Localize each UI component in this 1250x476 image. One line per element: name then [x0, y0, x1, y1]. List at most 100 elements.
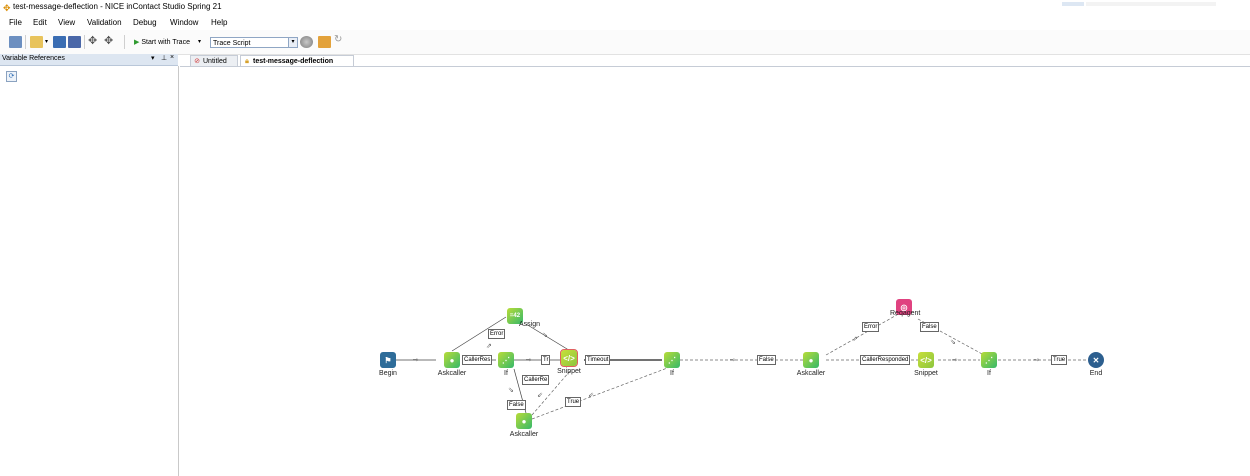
if-caption: If [670, 370, 674, 377]
menu-validation[interactable]: Validation [87, 18, 122, 27]
close-icon[interactable]: × [170, 54, 175, 61]
window-control-area [1062, 2, 1084, 6]
align-icon[interactable]: ✥ [104, 35, 114, 47]
chevron-down-icon[interactable]: ▾ [288, 38, 297, 47]
assign-caption: Assign [519, 321, 541, 328]
trace-select[interactable]: Trace Script ▾ [210, 37, 298, 48]
menu-bar: File Edit View Validation Debug Window H… [0, 14, 1250, 29]
trace-dropdown-icon[interactable]: ▾ [198, 39, 202, 45]
menu-view[interactable]: View [58, 18, 76, 27]
start-trace-button[interactable]: ▶ Start with Trace [134, 38, 190, 46]
askcaller-node-1[interactable]: ● Askcaller [438, 352, 466, 377]
svg-text:⇘: ⇘ [508, 386, 514, 394]
refresh-icon[interactable]: ↻ [334, 34, 343, 45]
wire-askcaller3-if2 [531, 366, 671, 420]
wire-askcaller-assign [451, 316, 507, 352]
tab-label: Untitled [203, 58, 227, 65]
if-node-3[interactable]: ⋰ If [981, 352, 997, 377]
save-icon[interactable] [53, 36, 66, 48]
move-icon[interactable]: ✥ [88, 35, 98, 47]
svg-text:⇗: ⇗ [486, 342, 492, 350]
reqagent-node[interactable]: ◎ Reqagent [890, 299, 920, 317]
title-bar: ✥ test-message-deflection - NICE inConta… [0, 0, 1250, 14]
menu-window[interactable]: Window [170, 18, 199, 27]
connection-lines: ⇨ ⇨ ⇨ ⇨ ⇨ ⇨ ⇗ ⇘ ⇘ ⇙ ⇙ ⇗ ⇘ [396, 311, 1086, 420]
menu-file[interactable]: File [9, 18, 22, 27]
if-node-1[interactable]: ⋰ If [498, 352, 514, 377]
svg-text:⇨: ⇨ [952, 356, 958, 364]
menu-help[interactable]: Help [211, 18, 228, 27]
script-canvas[interactable]: ⇨ ⇨ ⇨ ⇨ ⇨ ⇨ ⇗ ⇘ ⇘ ⇙ ⇙ ⇗ ⇘ ⚑ Begin ● Askc… [180, 67, 1250, 476]
branch-label-error-2: Error [862, 322, 880, 332]
wire-askcaller2-reqagent [825, 311, 903, 356]
properties-icon[interactable] [9, 36, 22, 48]
svg-text:⇨: ⇨ [413, 356, 419, 364]
snippet-node-2[interactable]: </> Snippet [914, 352, 938, 377]
window-control-area-2 [1086, 2, 1216, 6]
app-icon: ✥ [3, 3, 11, 13]
toolbar-separator [84, 35, 85, 49]
snippet-node-1[interactable]: </> Snippet [557, 349, 581, 375]
askcaller-caption: Askcaller [796, 370, 826, 377]
toolbar-separator [124, 35, 125, 49]
start-trace-label: Start with Trace [141, 39, 190, 46]
svg-text:⇨: ⇨ [1034, 356, 1040, 364]
panel-menu-icon[interactable]: ▾ [151, 55, 155, 62]
tab-divider [180, 66, 1250, 67]
if-caption: If [504, 370, 508, 377]
begin-caption: Begin [379, 370, 397, 377]
branch-label-true-2: True [565, 397, 582, 407]
trace-select-value: Trace Script [213, 40, 251, 47]
branch-label-error: Error [488, 329, 506, 339]
svg-text:⇨: ⇨ [730, 356, 736, 364]
pin-icon[interactable]: ⊥ [161, 55, 168, 62]
branch-label-false: False [507, 400, 526, 410]
reqagent-caption: Reqagent [890, 310, 921, 317]
toolbar-separator [25, 35, 26, 49]
end-node[interactable]: ✕ End [1088, 352, 1104, 377]
wire-assign-snippet [525, 323, 573, 353]
branch-label-false-3: False [920, 322, 939, 332]
end-caption: End [1089, 370, 1103, 377]
stop-icon[interactable] [300, 36, 313, 48]
save-all-icon[interactable] [68, 36, 81, 48]
svg-text:⇘: ⇘ [950, 338, 956, 346]
assign-node[interactable]: =42 Assign [507, 308, 540, 328]
svg-text:⇘: ⇘ [542, 331, 548, 339]
branch-label-callerre: CallerRe [522, 375, 550, 385]
svg-text:⇨: ⇨ [526, 356, 532, 364]
open-dropdown-icon[interactable]: ▾ [45, 39, 49, 45]
askcaller-caption: Askcaller [437, 370, 467, 377]
tab-test-message-deflection[interactable]: 🔒︎ test-message-deflection [240, 55, 354, 67]
tab-untitled[interactable]: ⊘Untitled [190, 55, 238, 67]
unlock-icon[interactable] [318, 36, 331, 48]
menu-edit[interactable]: Edit [33, 18, 47, 27]
branch-label-callerresponded: CallerResponded [860, 355, 911, 365]
tab-label: test-message-deflection [253, 58, 334, 65]
open-folder-icon[interactable] [30, 36, 43, 48]
askcaller-caption: Askcaller [509, 431, 539, 438]
variable-references-panel: ⟳ [0, 66, 179, 476]
panel-title: Variable References [2, 55, 65, 62]
snippet-caption: Snippet [557, 368, 581, 375]
askcaller-node-2[interactable]: ● Askcaller [797, 352, 825, 377]
askcaller-node-3[interactable]: ● Askcaller [510, 413, 538, 438]
begin-node[interactable]: ⚑ Begin [379, 352, 397, 377]
if-caption: If [987, 370, 991, 377]
branch-label-timeout: Timeout [585, 355, 611, 365]
branch-label-true-3: True [1051, 355, 1068, 365]
play-icon: ▶ [134, 39, 140, 46]
window-title: test-message-deflection - NICE inContact… [13, 2, 222, 11]
lock-icon: 🔒︎ [245, 58, 249, 65]
refresh-references-icon[interactable]: ⟳ [6, 71, 17, 82]
if-node-2[interactable]: ⋰ If [664, 352, 680, 377]
branch-label-callerres: CallerRes [462, 355, 493, 365]
menu-debug[interactable]: Debug [133, 18, 157, 27]
branch-label-false-2: False [757, 355, 776, 365]
branch-label-true: Tr [541, 355, 551, 365]
svg-text:⇙: ⇙ [588, 391, 594, 399]
no-entry-icon: ⊘ [194, 58, 200, 65]
svg-text:⇙: ⇙ [537, 391, 543, 399]
toolbar: ▾ ✥ ✥ ▾ Trace Script ▾ ↻ [0, 30, 1250, 55]
svg-text:⇗: ⇗ [852, 335, 858, 343]
